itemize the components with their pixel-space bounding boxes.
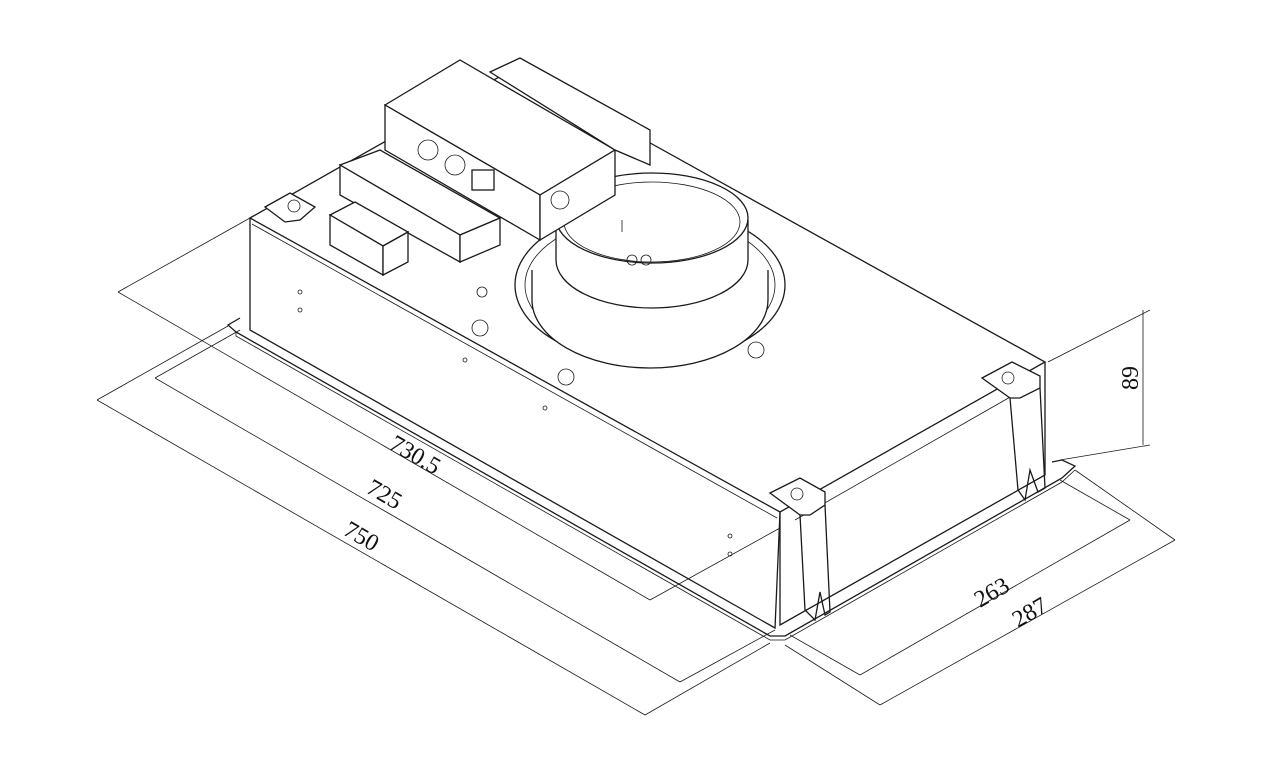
dim-263: 263: [970, 573, 1014, 614]
capacitor-box: [328, 201, 410, 277]
control-box: [383, 59, 617, 242]
mounting-brackets: [263, 192, 1046, 622]
bottom-flange: [226, 317, 1077, 641]
mounting-holes: [297, 286, 765, 557]
dim-89: 89: [1118, 366, 1144, 390]
dim-725: 725: [362, 475, 406, 516]
motor-housing: [488, 57, 651, 166]
dim-750: 750: [339, 517, 383, 558]
transformer-box: [338, 149, 502, 264]
duct-collar: [514, 172, 786, 369]
dimension-lines: [96, 217, 1176, 716]
dim-287: 287: [1008, 593, 1052, 634]
